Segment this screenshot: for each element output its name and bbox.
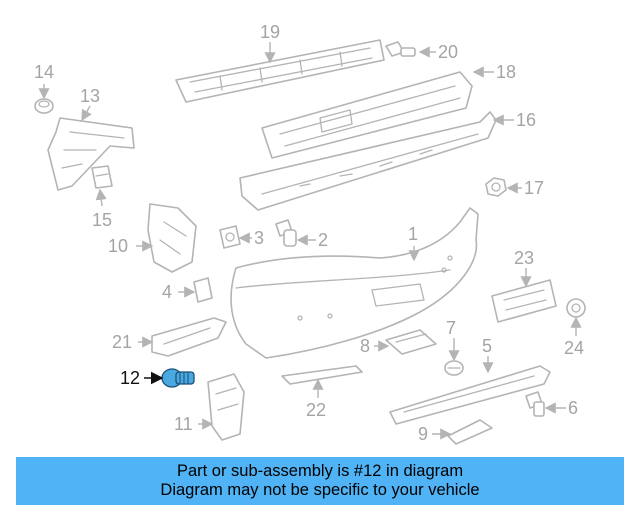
part-18-energy-absorber[interactable] [261,71,473,159]
part-15-clip[interactable] [91,165,113,189]
callout-20: 20 [438,42,458,62]
part-7-push-clip[interactable] [444,360,464,376]
part-4-bracket[interactable] [193,277,213,303]
parts-diagram: 19 20 18 16 17 14 13 15 10 3 2 1 4 23 24… [34,22,586,445]
callout-10: 10 [108,236,128,256]
part-24-sensor[interactable] [566,298,586,318]
callout-5: 5 [482,336,492,356]
part-5-lower-valance[interactable] [389,365,551,425]
part-1-bumper-cover[interactable] [230,207,479,359]
part-14-grommet[interactable] [34,98,54,114]
part-21-side-support[interactable] [151,317,227,357]
callout-24: 24 [564,338,584,358]
part-10-mud-flap[interactable] [147,203,197,273]
leader-lines [38,42,582,440]
callout-4: 4 [162,282,172,302]
callout-15: 15 [92,210,112,230]
part-2-bolt[interactable] [275,219,297,247]
callout-18: 18 [496,62,516,82]
callout-21: 21 [112,332,132,352]
callout-17: 17 [524,178,544,198]
part-9-trim-piece[interactable] [447,419,493,445]
banner-line-1: Part or sub-assembly is #12 in diagram [176,462,464,480]
callout-12: 12 [120,368,140,388]
part-6-screw[interactable] [525,391,545,417]
callout-14: 14 [34,62,54,82]
callout-6: 6 [568,398,578,418]
callout-13: 13 [80,86,100,106]
part-11-vertical-bracket[interactable] [207,373,245,441]
info-banner: Part or sub-assembly is #12 in diagram D… [16,457,624,505]
callout-23: 23 [514,248,534,268]
part-12-bolt-highlighted[interactable] [161,368,195,388]
part-20-bolt[interactable] [385,41,416,57]
part-23-plate-bracket[interactable] [491,279,557,323]
callout-2: 2 [318,230,328,250]
callout-8: 8 [360,336,370,356]
part-8-bracket[interactable] [385,329,437,355]
banner-line-2: Diagram may not be specific to your vehi… [160,481,480,499]
part-16-carrier[interactable] [239,111,497,211]
part-19-impact-bar[interactable] [175,39,385,103]
callout-3: 3 [254,228,264,248]
part-17-nut[interactable] [485,177,507,197]
part-13-side-bracket[interactable] [47,117,135,191]
callout-1: 1 [408,224,418,244]
part-22-trim-strip[interactable] [281,365,363,385]
callout-11: 11 [174,414,193,434]
part-3-retainer[interactable] [219,225,241,249]
callout-16: 16 [516,110,536,130]
callout-7: 7 [446,318,456,338]
callout-22: 22 [306,400,326,420]
callout-9: 9 [418,424,428,444]
callout-labels: 19 20 18 16 17 14 13 15 10 3 2 1 4 23 24… [34,22,584,444]
callout-19: 19 [260,22,280,42]
